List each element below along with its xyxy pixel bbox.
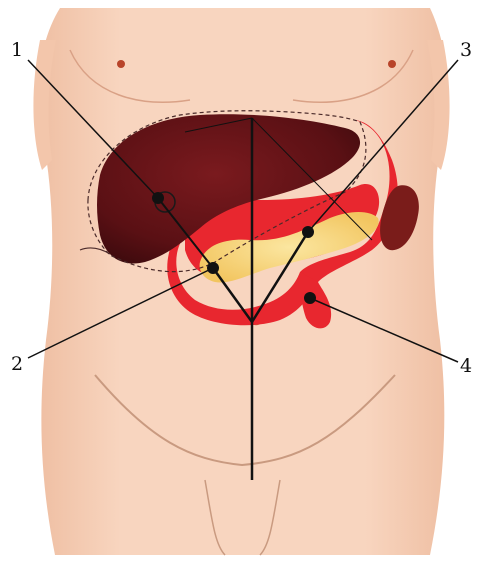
marker-4-dot: [304, 292, 316, 304]
right-nipple: [388, 60, 396, 68]
marker-3-dot: [302, 226, 314, 238]
marker-2-dot: [207, 262, 219, 274]
label-4: 4: [460, 355, 472, 377]
torso: [39, 8, 448, 555]
label-1: 1: [11, 39, 23, 61]
left-nipple: [117, 60, 125, 68]
label-2: 2: [11, 353, 23, 375]
label-3: 3: [460, 39, 472, 61]
marker-1-dot: [152, 192, 164, 204]
